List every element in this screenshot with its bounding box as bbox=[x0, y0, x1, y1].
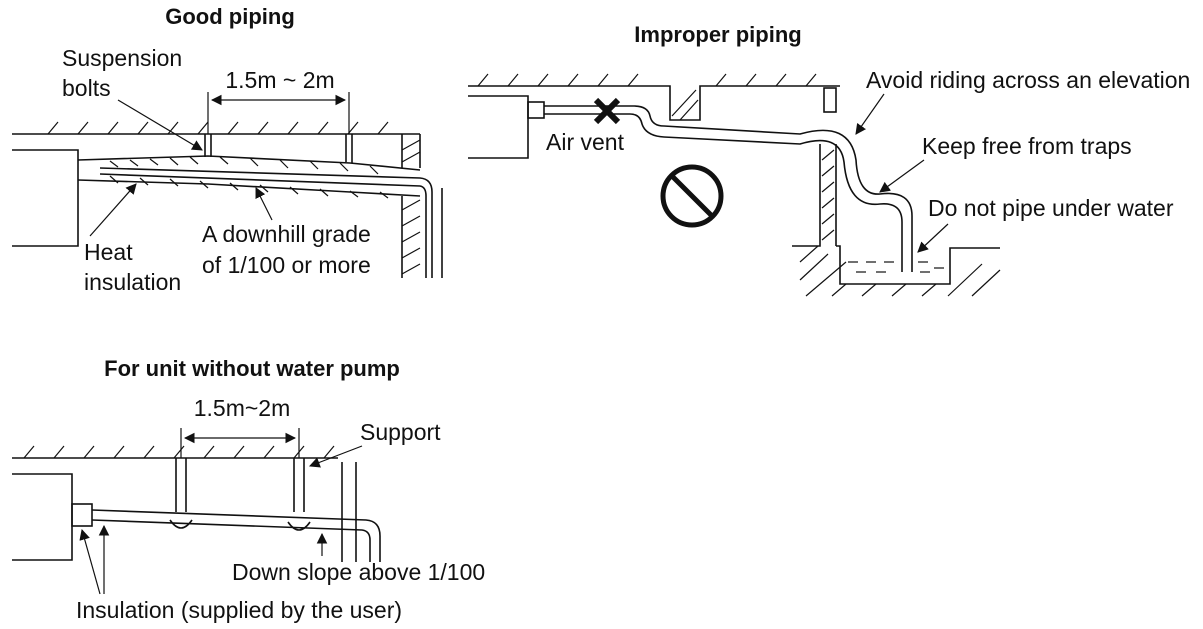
heat-insulation-label-1: Heat bbox=[84, 239, 133, 265]
air-vent-marker bbox=[593, 97, 621, 125]
ceiling-hatch bbox=[47, 121, 389, 135]
insulation-label: Insulation (supplied by the user) bbox=[76, 597, 402, 623]
no-pump-pipe bbox=[91, 509, 381, 562]
good-spacing-label: 1.5m ~ 2m bbox=[225, 67, 334, 93]
free-traps-label: Keep free from traps bbox=[922, 133, 1132, 159]
air-vent-label: Air vent bbox=[546, 129, 625, 155]
improper-piping-panel: Improper piping bbox=[468, 22, 1190, 297]
suspension-bolts-label-1: Suspension bbox=[62, 45, 182, 71]
avoid-elevation-label: Avoid riding across an elevation bbox=[866, 67, 1190, 93]
improper-indoor-unit bbox=[468, 95, 529, 159]
suspension-bolts-label-2: bolts bbox=[62, 75, 111, 101]
support-2 bbox=[293, 458, 305, 512]
prohibition-icon bbox=[660, 164, 724, 228]
support-label: Support bbox=[360, 419, 441, 445]
no-pump-panel: For unit without water pump 1.5m~2m Sup bbox=[12, 356, 485, 623]
good-piping-panel: Good piping bbox=[12, 4, 443, 295]
no-pump-indoor-unit bbox=[12, 473, 73, 561]
improper-ceiling bbox=[468, 85, 840, 121]
grade-label-1: A downhill grade bbox=[202, 221, 371, 247]
improper-piping-title: Improper piping bbox=[634, 22, 801, 47]
no-pump-title: For unit without water pump bbox=[104, 356, 400, 381]
grade-label-2: of 1/100 or more bbox=[202, 252, 371, 278]
no-water-label: Do not pipe under water bbox=[928, 195, 1174, 221]
water-pit bbox=[836, 245, 1000, 285]
no-pump-spacing-label: 1.5m~2m bbox=[194, 395, 291, 421]
improper-pipe bbox=[544, 105, 913, 272]
support-1 bbox=[175, 458, 187, 512]
heat-insulation-label-2: insulation bbox=[84, 269, 181, 295]
good-piping-title: Good piping bbox=[165, 4, 295, 29]
down-slope-label: Down slope above 1/100 bbox=[232, 559, 485, 585]
drain-pipe bbox=[99, 167, 433, 278]
water-surface bbox=[848, 261, 944, 273]
indoor-unit bbox=[12, 149, 79, 247]
